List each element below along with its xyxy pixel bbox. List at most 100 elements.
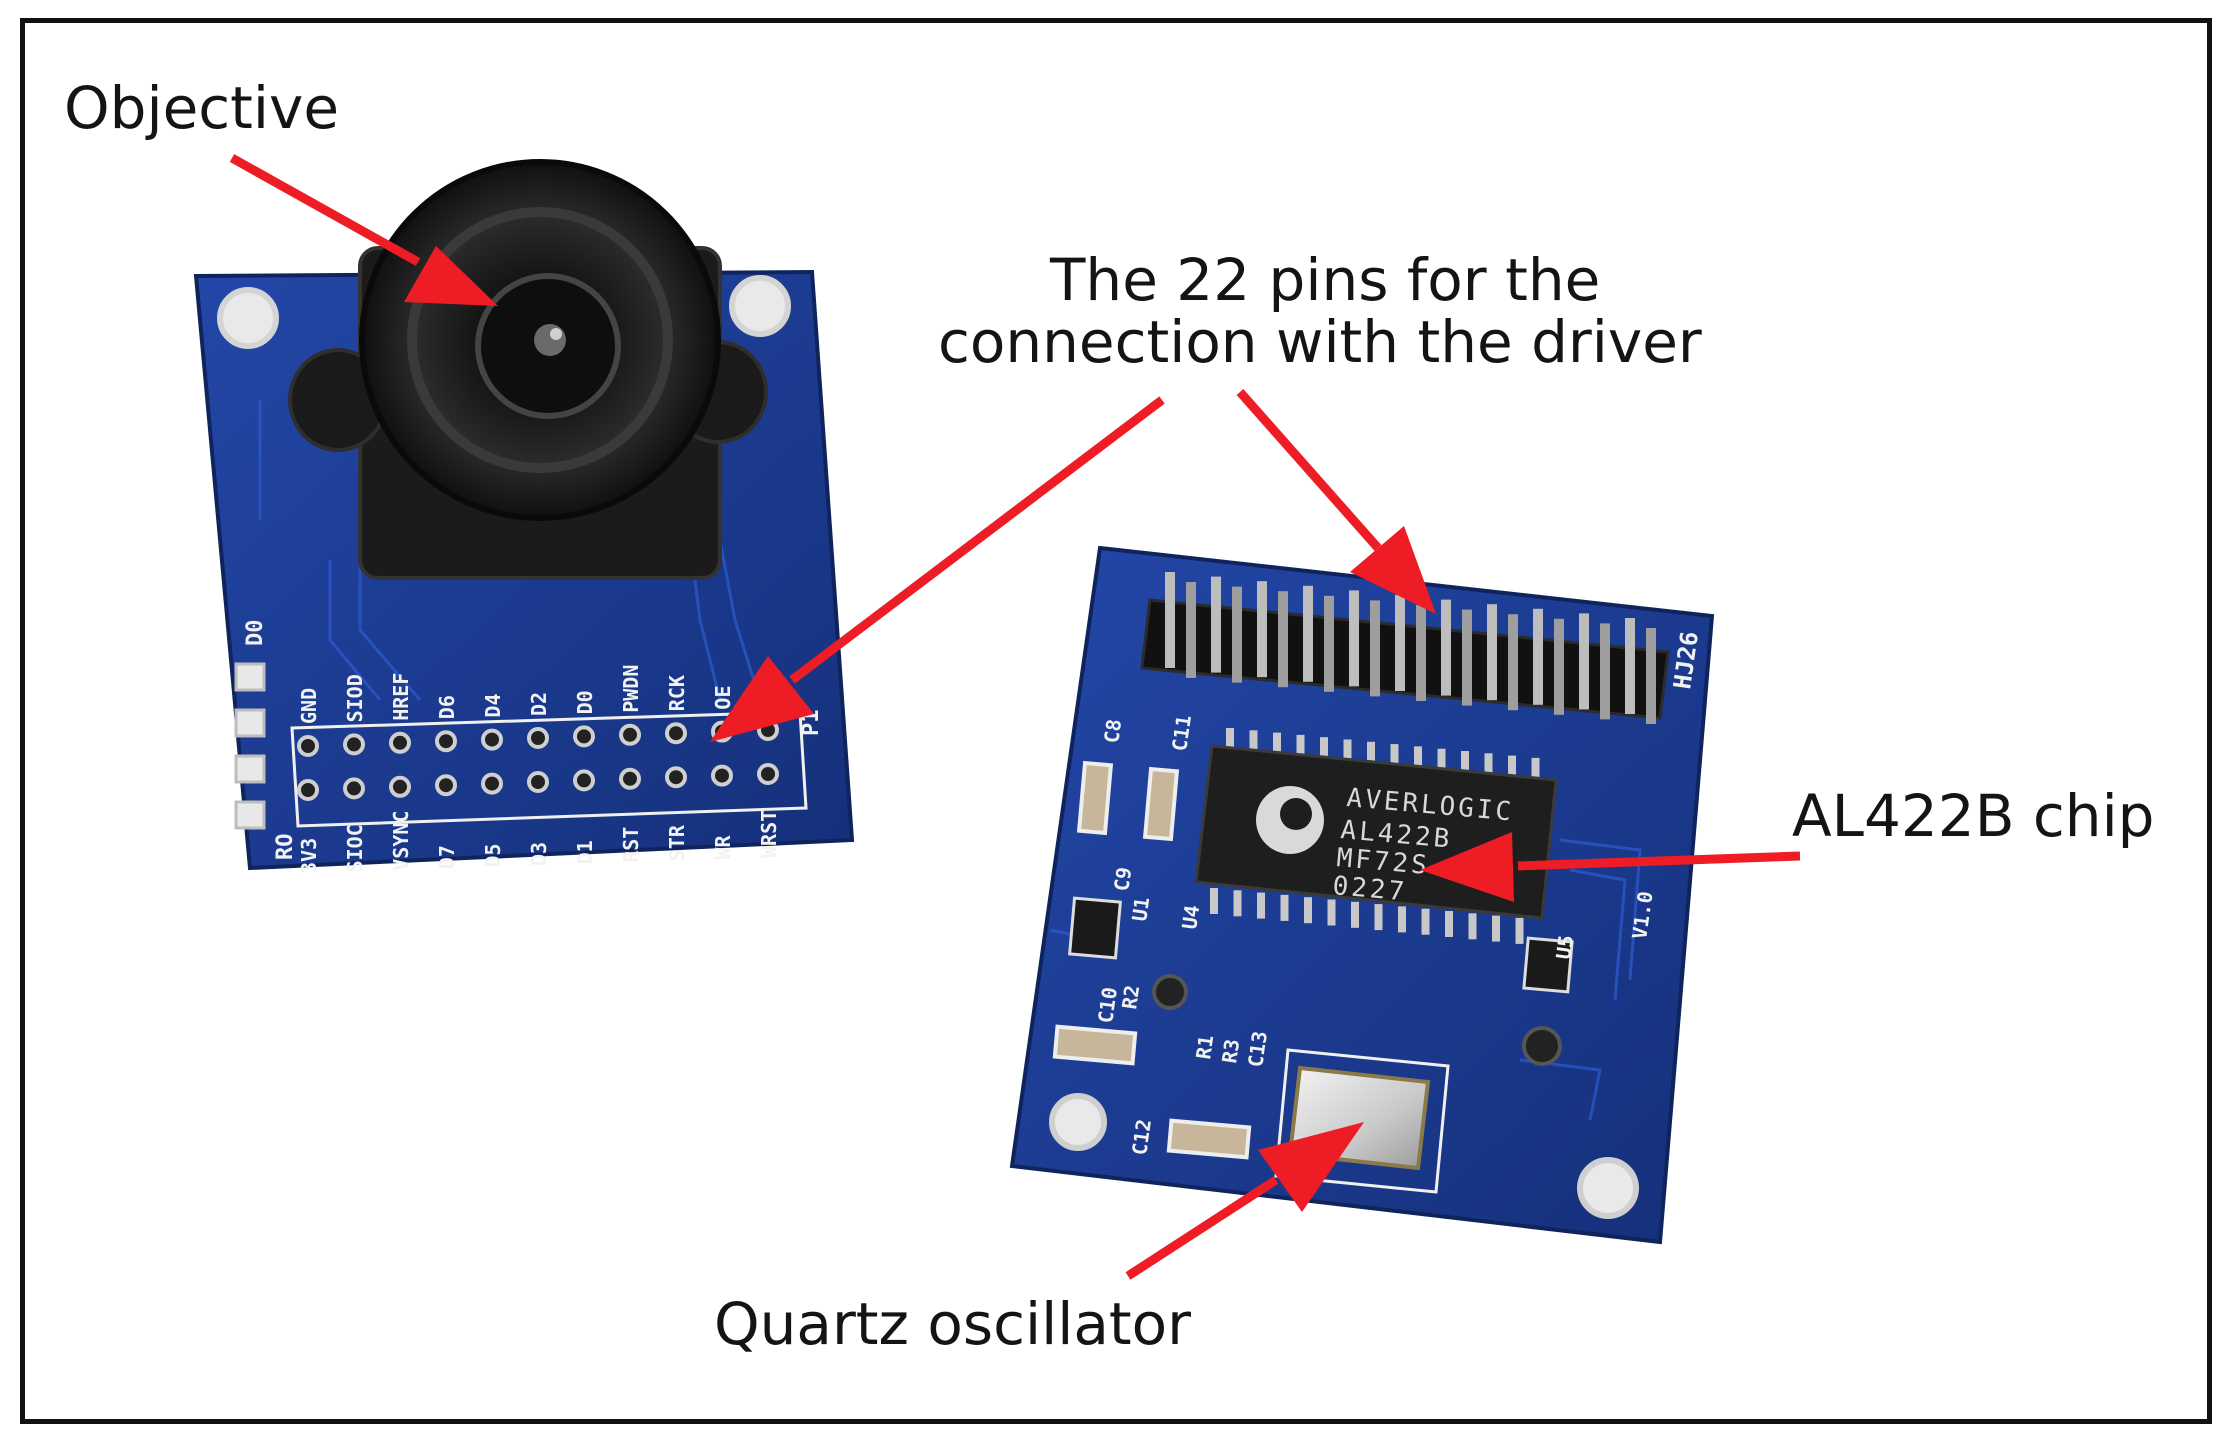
camera-pin xyxy=(389,775,411,798)
header-pin xyxy=(1303,585,1313,682)
camera-side-pads xyxy=(234,662,266,830)
header-pin xyxy=(1646,628,1656,724)
camera-pin xyxy=(343,733,365,756)
chip-leg xyxy=(1531,757,1540,784)
camera-pin-array xyxy=(297,719,779,801)
chip-leg xyxy=(1414,746,1422,773)
chip-leg xyxy=(1343,739,1352,766)
chip-leg xyxy=(1367,741,1375,768)
chip-leg xyxy=(1492,915,1500,942)
fifo-silk-label: R2 xyxy=(1117,983,1144,1010)
camera-pin-label: D6 xyxy=(435,695,459,719)
header-pin xyxy=(1349,590,1359,687)
fifo-silk-label: C10 xyxy=(1093,986,1122,1025)
al422b-chip: AVERLOGIC AL422B MF72S 0227 xyxy=(1194,728,1558,944)
fifo-screw-right xyxy=(1522,1026,1562,1066)
header-pin xyxy=(1462,609,1472,706)
chip-leg xyxy=(1437,748,1446,775)
camera-mount-hole-right xyxy=(729,275,791,337)
chip-leg xyxy=(1210,888,1218,914)
camera-pin-label: GND xyxy=(297,688,321,724)
camera-pin-label: D1 xyxy=(573,840,597,864)
fifo-silk-label: C9 xyxy=(1109,865,1136,892)
chip-leg xyxy=(1515,917,1524,944)
chip-leg xyxy=(1484,753,1493,780)
header-pin xyxy=(1579,613,1589,710)
fifo-module: HJ26 AVERLOGIC AL422B MF72S 0227 xyxy=(1009,545,1715,1245)
chip-text-date: 0227 xyxy=(1331,871,1408,907)
camera-pin-label: RST xyxy=(619,827,643,863)
camera-module: D0 RO P1 GND3V3SIODSIOCHREFVSYNCD6D7D4D5… xyxy=(193,159,855,874)
camera-pin-label: SIOD xyxy=(343,674,367,722)
label-pins-line1: The 22 pins for the xyxy=(1050,246,1601,314)
header-pin xyxy=(1211,576,1221,673)
header-pin xyxy=(1487,604,1497,701)
fifo-silk-label: U1 xyxy=(1127,895,1154,922)
camera-pin-label: VSYNC xyxy=(389,811,413,871)
camera-pin xyxy=(573,769,595,792)
chip-leg xyxy=(1327,899,1336,926)
header-pin xyxy=(1441,599,1451,696)
fifo-pin-header xyxy=(1140,572,1670,724)
header-pin xyxy=(1600,623,1610,720)
header-pin xyxy=(1554,618,1564,715)
arrow-pins-right xyxy=(1236,389,1436,614)
chip-leg xyxy=(1296,734,1305,761)
chip-leg xyxy=(1461,751,1469,777)
camera-pin xyxy=(481,728,503,751)
camera-pin xyxy=(527,771,549,793)
header-pin xyxy=(1533,608,1543,705)
camera-pin-label: D3 xyxy=(527,842,551,866)
fifo-silk-label: R3 xyxy=(1217,1037,1244,1064)
camera-pin-label: RCK xyxy=(665,675,689,711)
camera-pin xyxy=(297,735,319,757)
chip-leg xyxy=(1257,892,1265,919)
camera-pin-label: 3V3 xyxy=(297,838,321,874)
arrow-pins-left xyxy=(710,396,1165,742)
chip-leg xyxy=(1233,890,1242,917)
fifo-silk-label: C12 xyxy=(1127,1118,1156,1157)
fifo-capacitors xyxy=(1052,760,1252,1160)
fifo-silk-label: C8 xyxy=(1099,717,1126,744)
fifo-silk-label: U4 xyxy=(1177,903,1204,930)
camera-pin xyxy=(665,722,687,745)
fifo-silk-label: C11 xyxy=(1167,714,1196,753)
header-pin xyxy=(1278,591,1288,688)
chip-leg xyxy=(1304,897,1312,924)
chip-leg xyxy=(1398,906,1406,933)
fifo-regulator-u1 xyxy=(1068,896,1122,960)
camera-pin xyxy=(711,764,733,787)
header-pin xyxy=(1232,586,1242,683)
camera-pin-label: HREF xyxy=(389,673,413,721)
header-pin xyxy=(1165,572,1175,668)
fifo-silk-label: C13 xyxy=(1243,1030,1272,1069)
chip-leg xyxy=(1273,732,1281,759)
camera-pin xyxy=(619,767,641,790)
label-pins-line2: connection with the driver xyxy=(938,308,1702,376)
chip-leg xyxy=(1445,911,1453,937)
camera-pin-label: D5 xyxy=(481,844,505,868)
chip-leg xyxy=(1351,901,1359,928)
fifo-regulator-u5 xyxy=(1522,936,1574,994)
camera-pin xyxy=(573,725,595,748)
fifo-silk-label: R1 xyxy=(1191,1033,1218,1060)
arrow-chip xyxy=(1420,832,1801,902)
camera-pin xyxy=(389,731,411,754)
header-pin xyxy=(1416,605,1426,701)
fifo-silk-label: U5 xyxy=(1551,933,1578,960)
camera-pin-label: D4 xyxy=(481,694,505,718)
arrow-quartz xyxy=(1125,1122,1364,1280)
fifo-screw-left xyxy=(1152,974,1188,1010)
camera-mount-hole-left xyxy=(217,287,279,349)
camera-pin-label: D0 xyxy=(573,690,597,714)
fifo-mount-hole-bottom-right xyxy=(1577,1157,1639,1219)
camera-pin-label: PWDN xyxy=(619,665,643,713)
camera-pin xyxy=(527,727,549,749)
camera-pin-label: D7 xyxy=(435,845,459,869)
camera-pin xyxy=(297,779,319,801)
camera-pin xyxy=(343,777,365,800)
chip-leg xyxy=(1508,755,1516,782)
fifo-mount-hole-bottom-left xyxy=(1049,1093,1107,1151)
camera-side-label-d0: D0 xyxy=(243,620,268,647)
